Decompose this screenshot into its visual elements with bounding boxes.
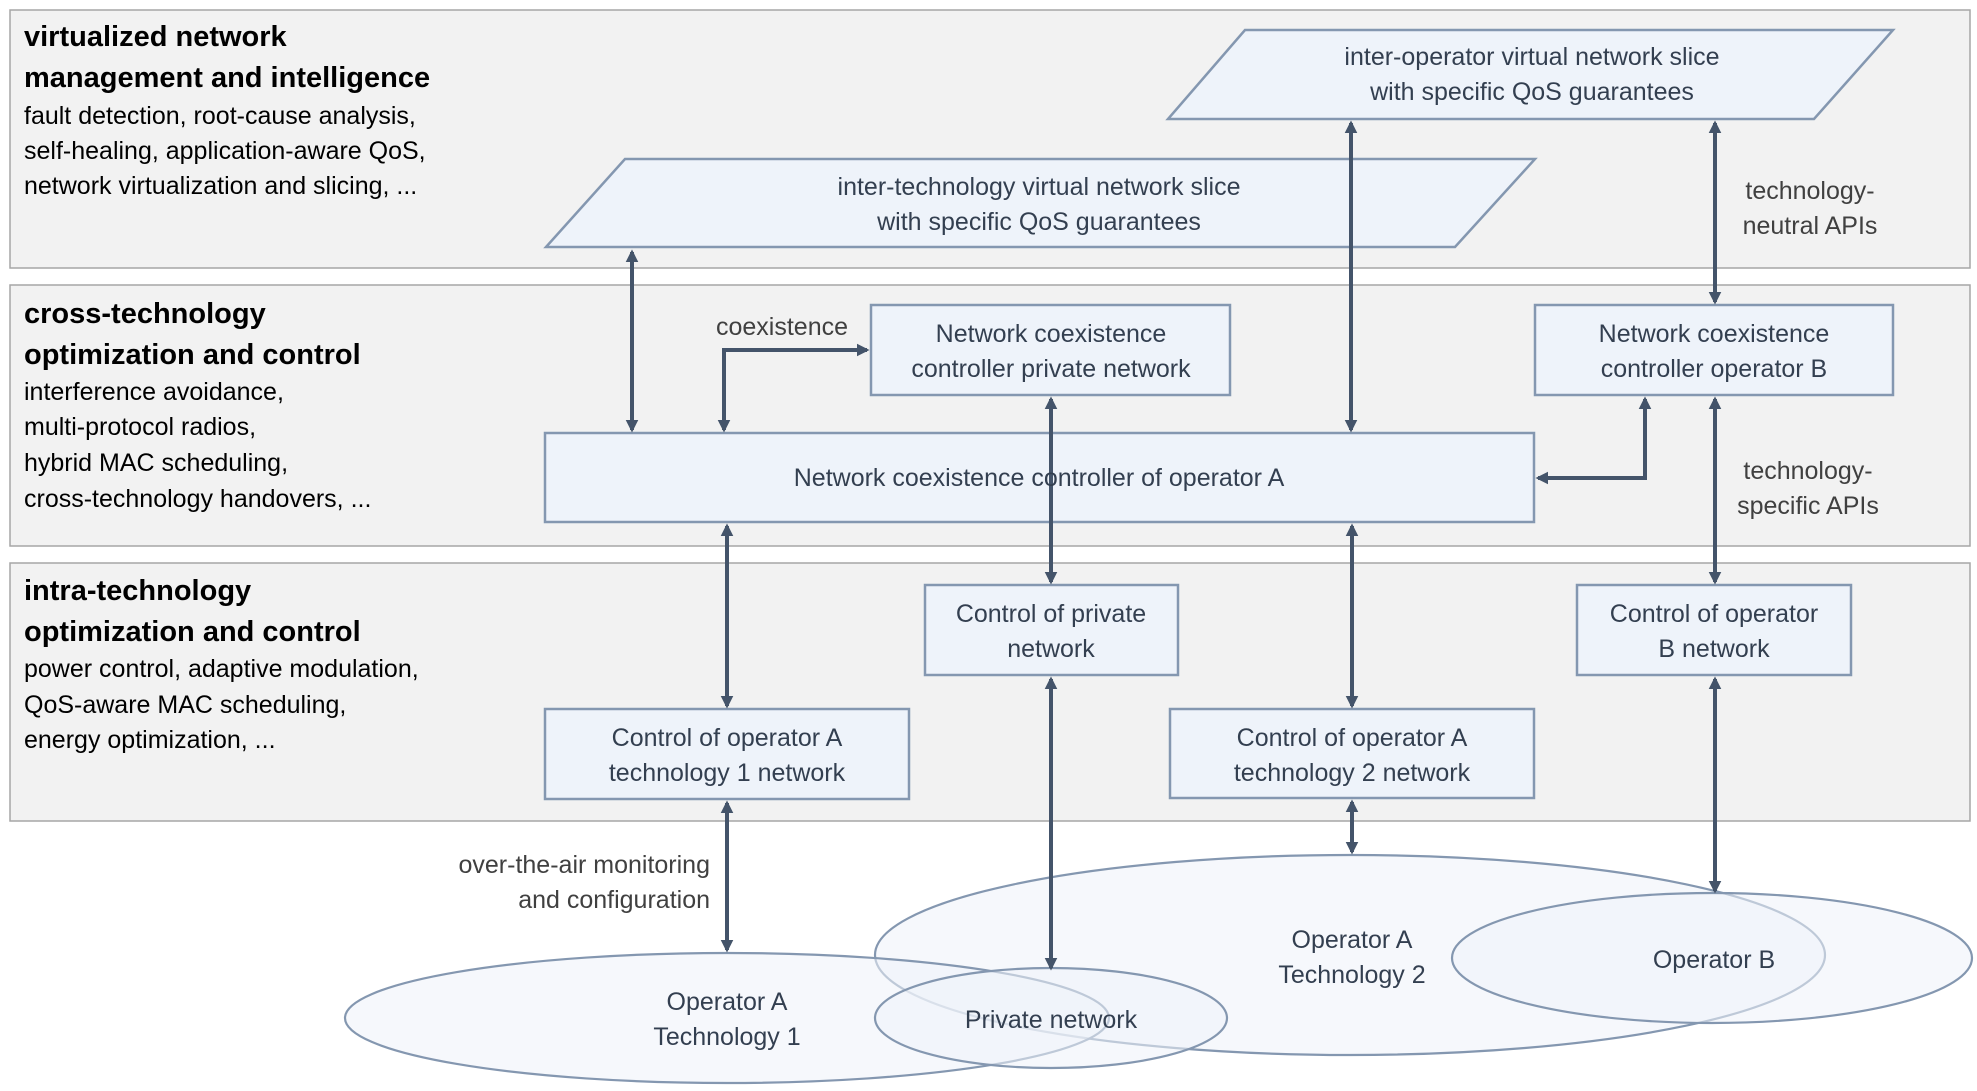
layer-desc: cross-technology handovers, ... (24, 485, 371, 513)
layer-title: optimization and control (24, 339, 361, 371)
layer-desc: QoS-aware MAC scheduling, (24, 691, 346, 719)
link-controller-a-to-controller-b (1535, 396, 1652, 485)
layer-title: intra-technology (24, 575, 251, 607)
control-op-a-tech2 (1168, 707, 1536, 800)
controller-label: Network coexistence controller of operat… (794, 464, 1285, 492)
layer-desc: interference avoidance, (24, 378, 284, 406)
layer-title: optimization and control (24, 616, 361, 648)
link-coexistence (717, 343, 870, 433)
layer-title: virtualized network (24, 21, 288, 53)
controller-private-network (869, 303, 1232, 397)
controller-label: controller operator B (1601, 355, 1828, 383)
layer-desc: multi-protocol radios, (24, 413, 256, 441)
control-label: Control of private (956, 600, 1146, 628)
network-label: Technology 1 (653, 1023, 800, 1051)
controller-label: Network coexistence (936, 320, 1167, 348)
api-label: technology- (1743, 457, 1872, 485)
control-label: network (1007, 635, 1095, 663)
controller-operator-b (1533, 303, 1895, 397)
control-operator-b (1575, 583, 1853, 677)
controller-operator-a (543, 431, 1536, 524)
network-label: Operator A (1292, 926, 1413, 954)
layer-title: management and intelligence (24, 62, 430, 94)
slice-inter-technology (543, 157, 1538, 249)
control-label: technology 1 network (609, 759, 846, 787)
controller-label: controller private network (911, 355, 1191, 383)
layer-desc: power control, adaptive modulation, (24, 655, 419, 683)
control-op-a-tech1 (543, 707, 911, 801)
layer-desc: network virtualization and slicing, ... (24, 172, 417, 200)
slice-label: with specific QoS guarantees (1369, 78, 1694, 106)
network-label: Technology 2 (1278, 961, 1425, 989)
api-label: neutral APIs (1743, 212, 1878, 240)
control-label: Control of operator A (612, 724, 843, 752)
ota-label: over-the-air monitoring (459, 851, 711, 879)
layer-desc: self-healing, application-aware QoS, (24, 137, 426, 165)
layer-desc: hybrid MAC scheduling, (24, 449, 288, 477)
slice-inter-operator (1165, 28, 1896, 121)
layer-title: cross-technology (24, 298, 266, 330)
controller-label: Network coexistence (1599, 320, 1830, 348)
network-label: Private network (965, 1006, 1138, 1034)
api-label: technology- (1745, 177, 1874, 205)
api-label: specific APIs (1737, 492, 1879, 520)
layer-desc: fault detection, root-cause analysis, (24, 102, 416, 130)
control-label: technology 2 network (1234, 759, 1471, 787)
slice-label: inter-technology virtual network slice (838, 173, 1241, 201)
layer-desc: energy optimization, ... (24, 726, 276, 754)
coexistence-label: coexistence (716, 313, 848, 341)
network-label: Operator A (667, 988, 788, 1016)
slice-label: with specific QoS guarantees (876, 208, 1201, 236)
slice-label: inter-operator virtual network slice (1344, 43, 1719, 71)
network-label: Operator B (1653, 946, 1775, 974)
control-label: B network (1658, 635, 1770, 663)
control-private-network (923, 583, 1180, 677)
control-label: Control of operator A (1237, 724, 1468, 752)
control-label: Control of operator (1610, 600, 1818, 628)
ota-label: and configuration (518, 886, 710, 914)
